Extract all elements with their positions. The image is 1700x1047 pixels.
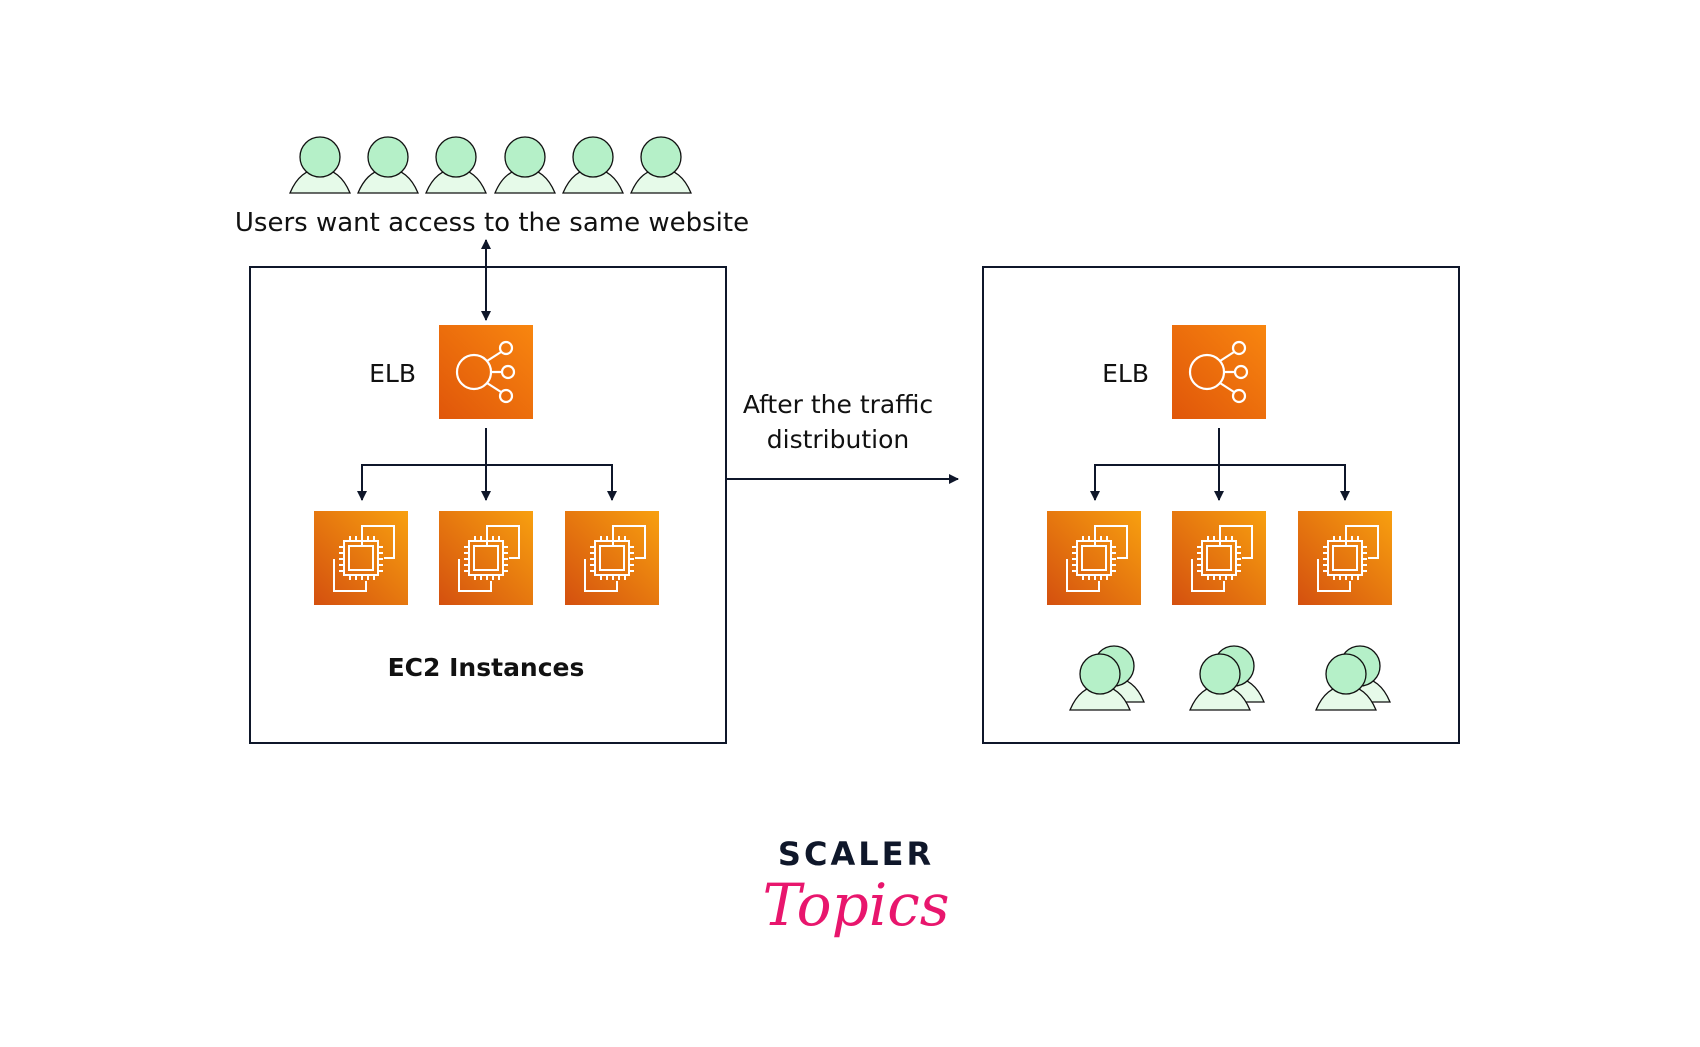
middle-caption-line1: After the traffic xyxy=(743,390,933,419)
logo-topics: Topics xyxy=(762,871,949,939)
user-icon xyxy=(562,136,624,194)
users-caption: Users want access to the same website xyxy=(235,208,749,238)
elb-label-right: ELB xyxy=(1102,359,1149,388)
elb-to-ec2-connectors xyxy=(1090,428,1350,501)
users-group xyxy=(289,136,692,194)
ec2-instances-label: EC2 Instances xyxy=(388,653,585,682)
logo-scaler: SCALER xyxy=(778,835,934,873)
ec2-instance-icon xyxy=(1298,511,1392,605)
user-pair-icon xyxy=(1189,645,1265,711)
user-icon xyxy=(630,136,692,194)
ec2-instance-icon xyxy=(1047,511,1141,605)
ec2-instance-icon xyxy=(439,511,533,605)
user-icon xyxy=(494,136,556,194)
user-icon xyxy=(289,136,351,194)
elb-icon xyxy=(439,325,533,419)
user-pair-icon xyxy=(1069,645,1145,711)
ec2-instance-icon xyxy=(314,511,408,605)
scaler-topics-logo: SCALER Topics xyxy=(762,835,949,939)
middle-caption-line2: distribution xyxy=(767,425,909,454)
right-panel xyxy=(982,266,1460,744)
elb-icon xyxy=(1172,325,1266,419)
ec2-instance-icon xyxy=(1172,511,1266,605)
user-icon xyxy=(357,136,419,194)
elb-to-ec2-connectors xyxy=(357,428,617,501)
user-pair-icon xyxy=(1315,645,1391,711)
user-icon xyxy=(425,136,487,194)
ec2-instance-icon xyxy=(565,511,659,605)
elb-label-left: ELB xyxy=(369,359,416,388)
